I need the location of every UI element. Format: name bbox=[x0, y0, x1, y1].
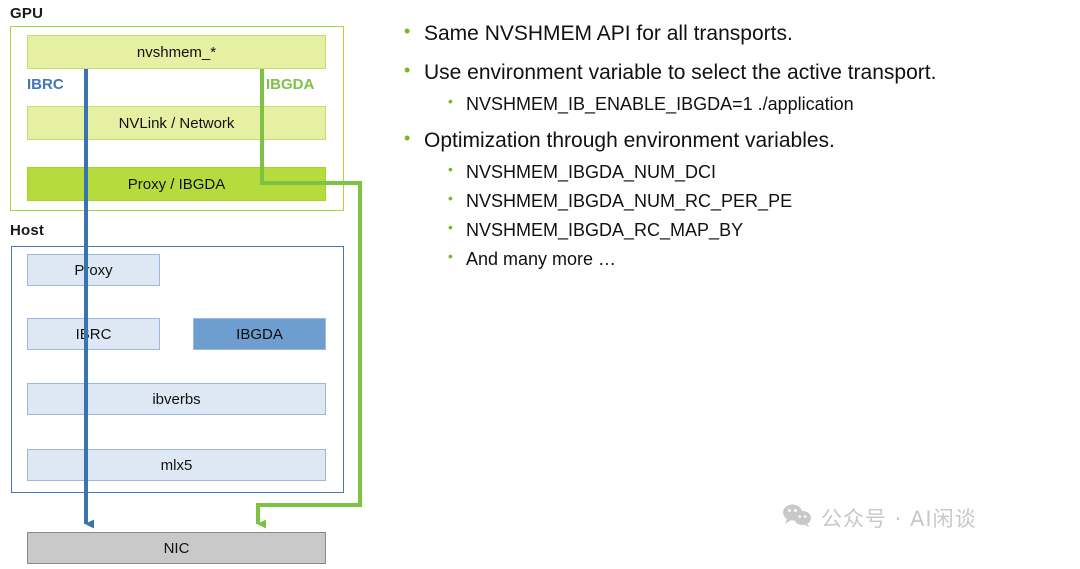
bullet-item-3: Optimization through environment variabl… bbox=[396, 128, 1060, 154]
host-block-ibgda: IBGDA bbox=[193, 318, 326, 350]
host-block-ibgda-label: IBGDA bbox=[236, 325, 283, 343]
host-block-mlx5-label: mlx5 bbox=[160, 456, 193, 474]
path-label-ibrc: IBRC bbox=[27, 76, 64, 93]
gpu-block-nvshmem: nvshmem_* bbox=[27, 35, 326, 69]
gpu-block-nvlink-network: NVLink / Network bbox=[27, 106, 326, 140]
host-block-ibverbs-label: ibverbs bbox=[152, 390, 201, 408]
bullet-sub-item: NVSHMEM_IB_ENABLE_IBGDA=1 ./application bbox=[396, 93, 1060, 116]
bullet-item-2: Use environment variable to select the a… bbox=[396, 60, 1060, 86]
host-block-ibrc-label: IBRC bbox=[75, 325, 112, 343]
wechat-icon bbox=[782, 503, 812, 533]
bullet-sublist-2: NVSHMEM_IB_ENABLE_IBGDA=1 ./application bbox=[396, 93, 1060, 116]
path-label-ibgda: IBGDA bbox=[266, 76, 315, 93]
watermark-text: 公众号 · AI闲谈 bbox=[821, 507, 977, 531]
gpu-section-label: GPU bbox=[10, 5, 44, 22]
bullet-panel: Same NVSHMEM API for all transports. Use… bbox=[396, 21, 1060, 285]
bullet-item-1: Same NVSHMEM API for all transports. bbox=[396, 21, 1060, 47]
bullet-sub-item: NVSHMEM_IBGDA_NUM_DCI bbox=[396, 161, 1060, 184]
bullet-sublist-3: NVSHMEM_IBGDA_NUM_DCI NVSHMEM_IBGDA_NUM_… bbox=[396, 161, 1060, 271]
host-block-ibrc: IBRC bbox=[27, 318, 160, 350]
host-block-proxy-label: Proxy bbox=[74, 261, 113, 279]
host-block-mlx5: mlx5 bbox=[27, 449, 326, 481]
gpu-block-nvlink-network-label: NVLink / Network bbox=[118, 114, 235, 132]
host-block-ibverbs: ibverbs bbox=[27, 383, 326, 415]
bullet-sub-item: And many more … bbox=[396, 248, 1060, 271]
host-block-proxy: Proxy bbox=[27, 254, 160, 286]
bullet-sub-item: NVSHMEM_IBGDA_RC_MAP_BY bbox=[396, 219, 1060, 242]
host-section-label: Host bbox=[10, 222, 45, 239]
bullet-sub-item: NVSHMEM_IBGDA_NUM_RC_PER_PE bbox=[396, 190, 1060, 213]
watermark: 公众号 · AI闲谈 bbox=[782, 503, 977, 533]
gpu-block-proxy-ibgda: Proxy / IBGDA bbox=[27, 167, 326, 201]
nic-block-label: NIC bbox=[163, 539, 190, 557]
gpu-block-proxy-ibgda-label: Proxy / IBGDA bbox=[127, 175, 226, 193]
gpu-block-nvshmem-label: nvshmem_* bbox=[136, 43, 217, 61]
nic-block: NIC bbox=[27, 532, 326, 564]
